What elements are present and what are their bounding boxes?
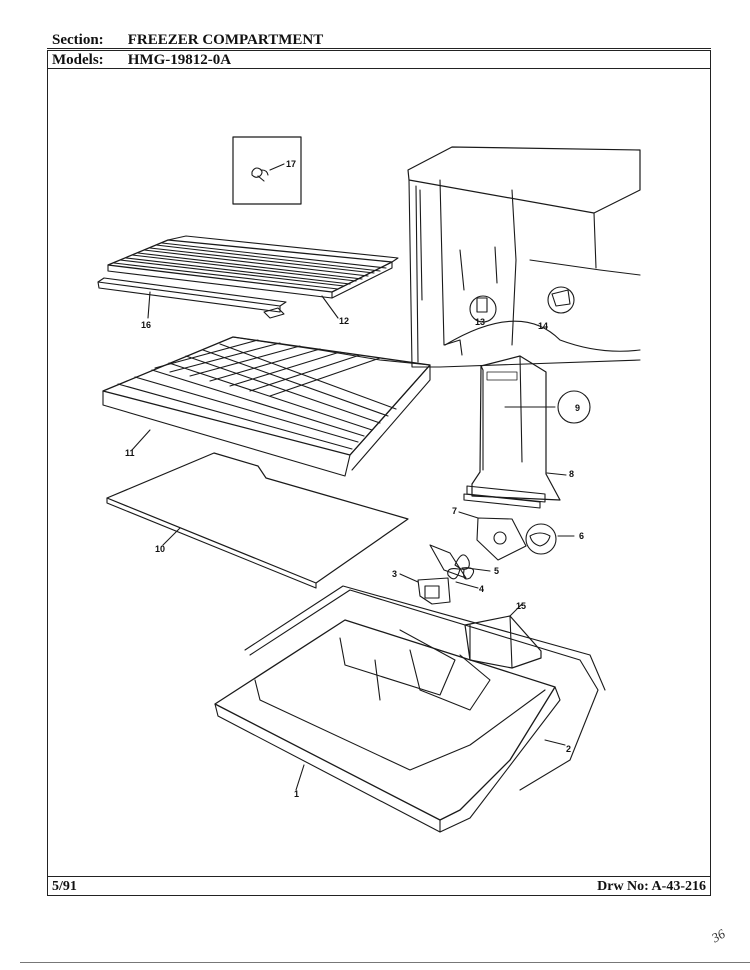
part-2-trim xyxy=(244,585,606,791)
callout-7: 7 xyxy=(452,506,457,516)
callout-16: 16 xyxy=(141,320,151,330)
part-6-grommet xyxy=(525,523,575,555)
callout-11: 11 xyxy=(125,448,135,458)
part-10-glass-panel xyxy=(106,452,409,589)
section-value: FREEZER COMPARTMENT xyxy=(127,32,324,48)
callout-15: 15 xyxy=(516,601,526,611)
callout-12: 12 xyxy=(339,316,349,326)
section-row: Section: FREEZER COMPARTMENT xyxy=(52,32,323,49)
part-3-fan-motor xyxy=(399,573,451,605)
models-row: Models: HMG-19812-0A xyxy=(52,52,231,69)
section-label: Section: xyxy=(52,32,104,48)
drawing-frame xyxy=(47,50,711,896)
part-15-insulation-block xyxy=(464,603,542,669)
callout-4: 4 xyxy=(479,584,484,594)
drawing-number: Drw No: A-43-216 xyxy=(597,879,706,894)
part-8-evaporator-cover xyxy=(463,355,591,509)
callout-10: 10 xyxy=(155,544,165,554)
callout-labels: 1 2 3 4 5 6 7 8 9 10 11 12 13 14 15 16 1… xyxy=(125,159,584,799)
callout-9: 9 xyxy=(575,403,580,413)
footer-divider xyxy=(47,876,711,877)
callout-14: 14 xyxy=(538,321,548,331)
part-7-fan-bracket xyxy=(458,511,527,561)
part-4-motor-mount xyxy=(429,544,479,589)
freezer-liner-cabinet xyxy=(407,146,641,368)
part-11-shelf xyxy=(102,336,431,477)
footer-date: 5/91 xyxy=(52,879,77,894)
callout-17: 17 xyxy=(286,159,296,169)
header-top-rule xyxy=(47,48,711,49)
part-17-inset xyxy=(232,136,302,205)
callout-8: 8 xyxy=(569,469,574,479)
callout-2: 2 xyxy=(566,744,571,754)
part-12-wire-shelf xyxy=(107,235,399,319)
callout-5: 5 xyxy=(494,566,499,576)
part-1-freezer-floor xyxy=(214,619,561,833)
callout-13: 13 xyxy=(475,317,485,327)
models-label: Models: xyxy=(52,52,104,68)
models-value: HMG-19812-0A xyxy=(127,52,232,68)
callout-6: 6 xyxy=(579,531,584,541)
callout-3: 3 xyxy=(392,569,397,579)
page-bottom-line xyxy=(20,962,750,963)
header-divider xyxy=(47,68,711,69)
part-5-fan-blade xyxy=(447,554,491,580)
callout-1: 1 xyxy=(294,789,299,799)
part-16-shelf-trim xyxy=(97,277,287,319)
